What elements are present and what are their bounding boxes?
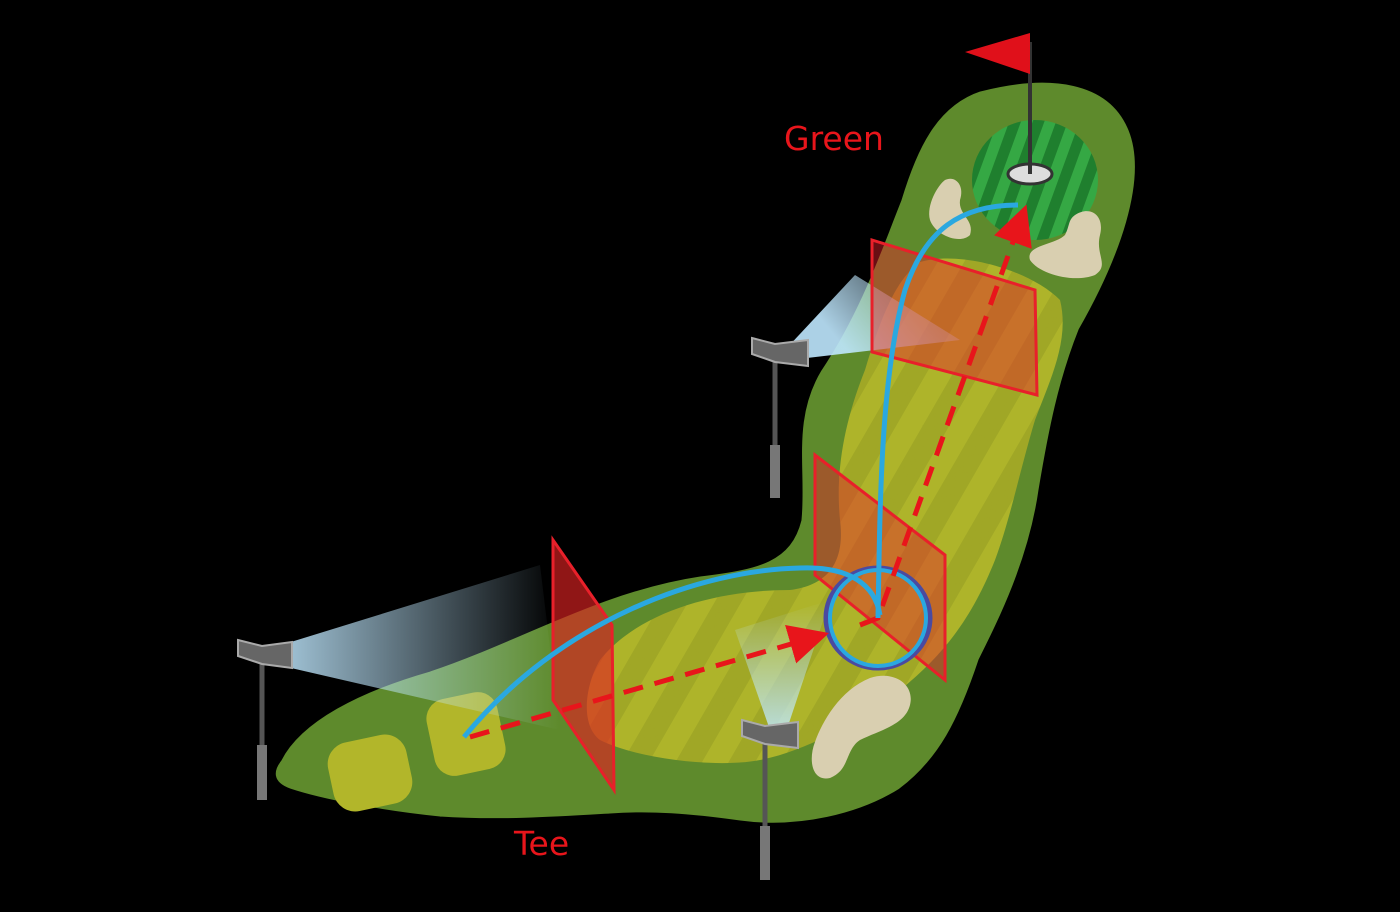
camera-pole-icon	[751, 336, 809, 498]
camera-pole-icon	[237, 638, 293, 800]
flag-icon	[965, 33, 1030, 74]
ball-path-tee-shot	[462, 565, 883, 739]
sensor-plane-upper	[870, 237, 1039, 397]
bunker-right-green	[1029, 211, 1102, 279]
aim-line-tee-shot	[469, 624, 830, 740]
camera-pole-icon	[741, 718, 799, 880]
bunker-fairway-right	[811, 675, 911, 779]
label-green: Green	[784, 119, 884, 158]
tee-box-back	[327, 734, 413, 812]
ball-path-approach	[875, 202, 1019, 619]
sensor-plane-tee	[551, 535, 616, 795]
label-tee: Tee	[513, 824, 569, 863]
bunker-left-green	[929, 178, 971, 240]
camera-beam-left	[265, 565, 560, 730]
